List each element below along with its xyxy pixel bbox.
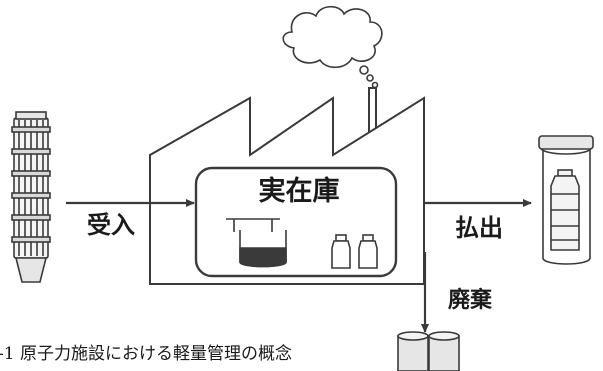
bottle-icon <box>331 234 378 269</box>
shipment-label: 払出 <box>455 214 503 242</box>
inventory-label: 実在庫 <box>259 175 340 207</box>
disposal-label: 廃棄 <box>448 287 493 313</box>
transport-canister-icon <box>538 135 594 265</box>
smoke-cloud-icon <box>282 5 383 89</box>
waste-drum-icon <box>397 331 460 371</box>
receipt-label: 受入 <box>87 211 135 239</box>
fuel-assembly-icon <box>11 111 51 283</box>
beaker-icon <box>226 218 287 268</box>
figure-caption: -1 原子力施設における軽量管理の概念 <box>0 343 292 364</box>
